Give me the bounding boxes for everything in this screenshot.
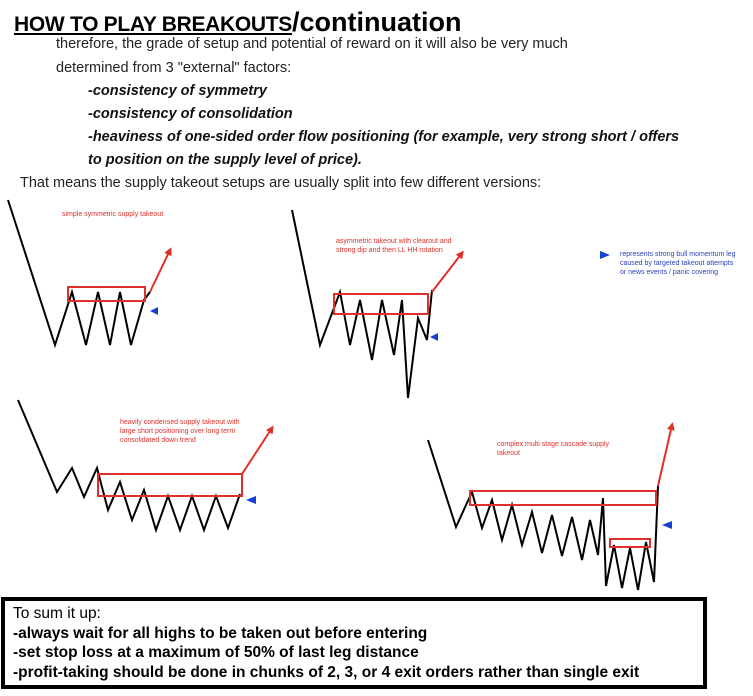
diagram-4-label-line-1: complex multi stage cascade supply: [497, 441, 610, 448]
diagram-3-entry-marker: [246, 496, 256, 504]
legend-text: represents strong bull momentum leg caus…: [620, 250, 736, 277]
page-title: HOW TO PLAY BREAKOUTS/continuation: [14, 2, 462, 39]
title-main: HOW TO PLAY BREAKOUTS: [14, 13, 293, 36]
factor-consolidation: -consistency of consolidation: [88, 106, 293, 122]
diagram-4-label-line-2: takeout: [497, 450, 520, 457]
diagram-4-supply-zone-lower: [609, 538, 651, 548]
diagram-2-price-line: [291, 209, 433, 399]
diagram-3-momentum-arrow: [241, 425, 274, 475]
summary-title: To sum it up:: [13, 605, 101, 622]
factor-order-flow: -heaviness of one-sided order flow posit…: [88, 129, 680, 145]
title-suffix: /continuation: [292, 7, 462, 37]
diagram-1-momentum-arrow: [149, 247, 172, 293]
factor-order-flow-cont: to position on the supply level of price…: [88, 152, 362, 168]
diagram-3-label-line-3: consolidated down trend: [120, 437, 196, 444]
diagram-2: [291, 209, 464, 399]
diagram-1: [7, 199, 172, 349]
diagram-2-entry-marker: [430, 333, 438, 341]
summary-box: To sum it up: -always wait for all highs…: [1, 597, 707, 689]
breakout-diagrams: [7, 199, 675, 591]
diagram-4-supply-zone-upper: [469, 490, 657, 506]
diagram-3-label-line-1: heavily condensed supply takeout with: [120, 419, 240, 426]
legend-line-3: or news events / panic covering: [620, 269, 719, 276]
diagram-2-label-line-1: asymmetric takeout with clearout and: [336, 238, 452, 245]
diagram-4-entry-marker: [662, 521, 672, 529]
diagram-1-price-line: [7, 199, 151, 349]
diagram-4-label: complex multi stage cascade supply takeo…: [497, 440, 609, 458]
diagram-1-label: simple symmetric supply takeout: [62, 211, 164, 218]
diagram-1-entry-marker: [150, 307, 158, 315]
diagram-2-supply-zone: [333, 293, 429, 315]
diagram-3-supply-zone: [97, 473, 243, 497]
diagram-2-label-line-2: strong dip and then LL HH rotation: [336, 247, 443, 254]
versions-line: That means the supply takeout setups are…: [20, 175, 542, 191]
diagram-3-label-line-2: large short positioning over long term: [120, 428, 236, 435]
intro-line-2: determined from 3 "external" factors:: [56, 60, 292, 76]
factor-symmetry: -consistency of symmetry: [88, 83, 267, 99]
diagram-3-price-line: [17, 399, 241, 534]
intro-line-1: therefore, the grade of setup and potent…: [56, 36, 568, 52]
summary-item-entry: -always wait for all highs to be taken o…: [13, 624, 428, 642]
summary-item-stop-loss: -set stop loss at a maximum of 50% of la…: [13, 644, 419, 661]
diagram-1-supply-zone: [67, 286, 146, 302]
diagram-3-label: heavily condensed supply takeout with la…: [120, 418, 239, 445]
summary-item-profit-taking: -profit-taking should be done in chunks …: [13, 663, 640, 681]
diagram-4: [427, 422, 675, 591]
legend-line-1: represents strong bull momentum leg: [620, 251, 736, 258]
diagram-3: [17, 399, 274, 534]
diagram-4-momentum-arrow: [657, 422, 675, 487]
legend-line-2: caused by targeted takeout attempts: [620, 260, 734, 267]
diagram-4-price-line: [427, 439, 659, 591]
legend-marker-icon: [600, 251, 610, 259]
diagram-2-label: asymmetric takeout with clearout and str…: [336, 237, 452, 255]
diagram-2-momentum-arrow: [431, 250, 464, 293]
